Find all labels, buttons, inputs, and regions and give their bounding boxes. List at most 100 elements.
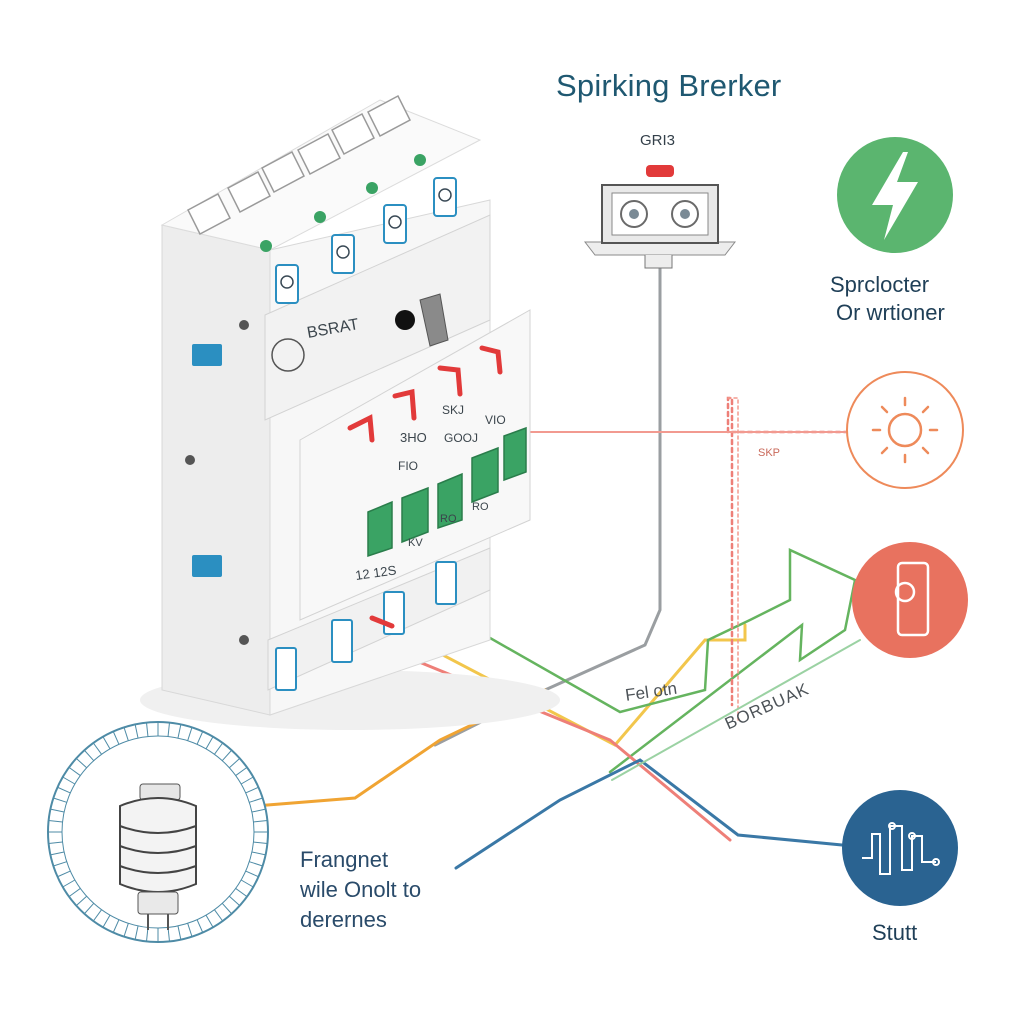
- circuit-label: Stutt: [872, 920, 918, 945]
- ring-tick: [134, 724, 139, 739]
- ring-tick: [251, 808, 266, 813]
- brand-logo-icon: [271, 338, 305, 372]
- ring-tick: [249, 797, 263, 803]
- ring-tick: [48, 841, 63, 844]
- lightning-label-1: Sprclocter: [830, 272, 930, 297]
- pole-label: GOOJ: [444, 431, 478, 445]
- sun-circle: [846, 371, 964, 489]
- circuit-circle: [842, 790, 958, 906]
- ring-tick: [253, 820, 268, 823]
- socket-node: [852, 542, 968, 658]
- breaker-top-face: [160, 99, 482, 251]
- red-dashed-wire-2: [727, 397, 739, 721]
- ring-tick: [102, 736, 111, 750]
- pole-label: FIO: [398, 459, 418, 473]
- ring-tick: [57, 870, 71, 878]
- ring-tick: [112, 919, 120, 933]
- ring-tick: [177, 724, 182, 739]
- ring-tick: [187, 923, 193, 937]
- pole-label: 3HO: [400, 430, 427, 445]
- ring-tick: [146, 722, 149, 737]
- sun-node: [846, 371, 964, 489]
- ring-tick: [75, 758, 87, 769]
- lightning-icon: [872, 152, 918, 240]
- component-caption-line-3: derernes: [300, 907, 387, 932]
- pole-label: SKJ: [442, 403, 464, 417]
- pole-label: VIO: [485, 413, 506, 427]
- ring-tick: [62, 776, 76, 785]
- inductor-coil-icon: [119, 783, 197, 930]
- ring-tick: [196, 919, 204, 933]
- ring-tick: [57, 786, 71, 794]
- red-dashed-wire: [726, 396, 850, 707]
- ring-tick: [187, 727, 193, 741]
- ring-tick: [221, 749, 232, 761]
- circuit-icon: [862, 822, 940, 875]
- ring-tick: [68, 888, 81, 898]
- sun-icon: [871, 396, 939, 464]
- slot-label: KV: [408, 537, 423, 549]
- lightning-node: [837, 137, 953, 253]
- status-dots: [260, 154, 426, 252]
- pole-switches[interactable]: [347, 345, 503, 443]
- ring-tick: [84, 749, 95, 761]
- upper-terminals: [275, 177, 457, 304]
- green-modules: [367, 426, 527, 558]
- ring-tick: [48, 820, 63, 823]
- side-indicator-upper: [192, 344, 222, 366]
- grid-device-label: GRI3: [640, 132, 676, 149]
- side-indicator-lower: [192, 555, 222, 577]
- ring-tick: [196, 731, 204, 745]
- ring-tick: [229, 895, 241, 906]
- ring-ticks: [48, 722, 268, 942]
- ring-tick: [84, 903, 95, 915]
- page-title: Spirking Brerker: [556, 68, 782, 103]
- socket-icon-dot: [894, 581, 916, 603]
- top-slots: [187, 94, 411, 236]
- reset-button[interactable]: [395, 310, 415, 330]
- ring-tick: [62, 879, 76, 888]
- ring-tick: [221, 903, 232, 915]
- ring-tick: [249, 861, 263, 867]
- ring-tick: [251, 851, 266, 856]
- red-bottom-switch[interactable]: [369, 615, 395, 629]
- ring-tick: [205, 914, 214, 928]
- upper-panel: [264, 214, 491, 421]
- component-caption-line-1: Frangnet: [300, 847, 389, 872]
- grid-indicator-light: [646, 165, 674, 177]
- grid-connector: [644, 255, 673, 269]
- ring-tick: [240, 776, 254, 785]
- ring-tick: [102, 914, 111, 928]
- ring-tick: [53, 797, 67, 803]
- ring-tick: [214, 742, 224, 755]
- ring-tick: [214, 909, 224, 922]
- grid-device: [583, 165, 737, 269]
- blue-wire: [454, 758, 844, 870]
- ring-tick: [177, 925, 182, 940]
- ring-tick: [253, 841, 268, 844]
- lightning-label-2: Or wrtioner: [836, 300, 945, 325]
- circuit-node: [842, 790, 958, 906]
- ring-tick: [75, 895, 87, 906]
- lower-panel: [299, 309, 531, 621]
- grid-socket-icon: [680, 209, 690, 219]
- toggle-handle[interactable]: [419, 293, 449, 347]
- ring-tick: [50, 808, 65, 813]
- terminal-screws: [280, 188, 452, 289]
- ring-tick: [235, 888, 248, 898]
- side-screw: [239, 635, 249, 645]
- breaker-front-face: [161, 224, 271, 716]
- small-label: SKP: [758, 447, 781, 459]
- breaker-number: 12 12S: [354, 562, 397, 583]
- ring-tick: [229, 758, 241, 769]
- side-screw: [185, 455, 195, 465]
- green-wire: [453, 548, 857, 774]
- ring-tick: [53, 861, 67, 867]
- ring-tick: [92, 742, 102, 755]
- ring-tick: [112, 731, 120, 745]
- ring-tick: [235, 766, 248, 776]
- component-caption-line-2: wile Onolt to: [300, 877, 422, 902]
- grid-socket-icon: [629, 209, 639, 219]
- ring-tick: [240, 879, 254, 888]
